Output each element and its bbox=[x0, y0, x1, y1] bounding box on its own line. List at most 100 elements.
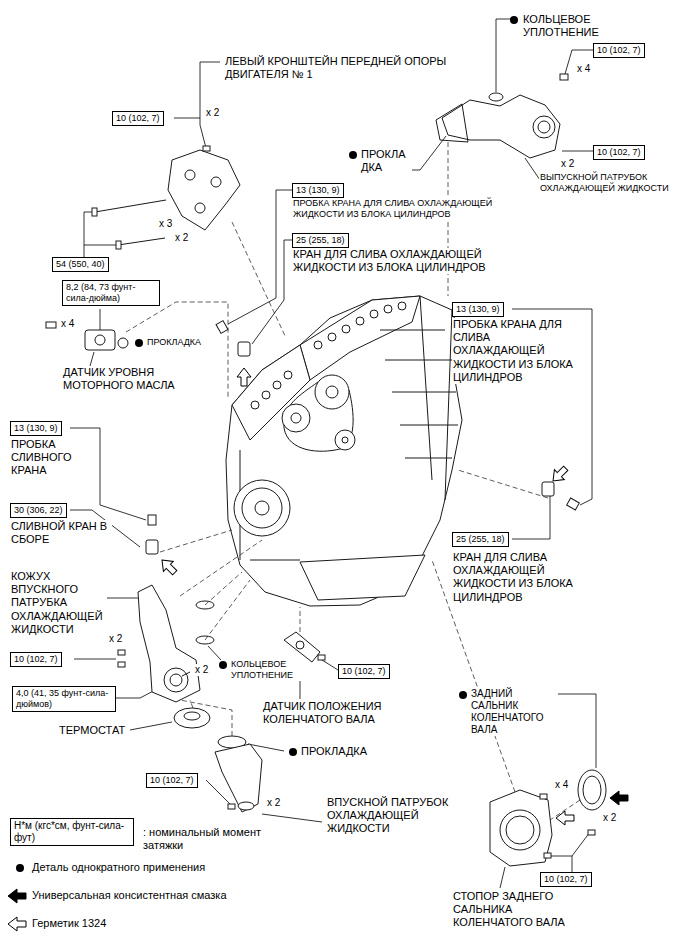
part-label: КОЖУХ ВПУСКНОГО ПАТРУБКА ОХЛАЖДАЮЩЕЙ ЖИД… bbox=[10, 570, 107, 636]
coolant-inlet-housing bbox=[196, 601, 214, 609]
engine-block bbox=[300, 296, 420, 380]
quantity-label: x 4 bbox=[554, 779, 569, 791]
engine-block bbox=[232, 345, 310, 440]
legend-text: Герметик 1324 bbox=[32, 917, 106, 930]
mount-bracket bbox=[168, 150, 240, 230]
coolant-inlet-housing bbox=[182, 672, 190, 676]
sealant-arrow bbox=[556, 811, 574, 825]
leader-line bbox=[512, 496, 550, 539]
crank-sensor bbox=[284, 632, 320, 662]
leader-line bbox=[558, 694, 596, 768]
leader-line bbox=[550, 856, 572, 872]
one-time-use-dot bbox=[459, 691, 467, 699]
leader-line bbox=[200, 62, 220, 148]
quantity-label: x 3 bbox=[158, 218, 173, 230]
thermostat bbox=[174, 708, 210, 728]
oil-seal-retainer bbox=[500, 810, 540, 850]
leader-line bbox=[74, 659, 116, 660]
torque-box: 25 (255, 18) bbox=[292, 233, 349, 248]
legend-symbol bbox=[16, 864, 24, 872]
part-label: СЛИВНОЙ КРАН В СБОРЕ bbox=[10, 520, 112, 546]
quantity-label: x 2 bbox=[205, 107, 220, 119]
part-label: ПРОБКА КРАНА ДЛЯ СЛИВА ОХЛАЖДАЮЩЕЙ ЖИДКО… bbox=[452, 318, 579, 384]
engine-block bbox=[380, 330, 458, 458]
leader-line bbox=[252, 240, 292, 344]
engine-block bbox=[284, 371, 292, 379]
torque-box: 13 (130, 9) bbox=[452, 302, 504, 317]
oil-level-sensor bbox=[46, 322, 128, 350]
leader-line bbox=[90, 352, 94, 366]
coolant-inlet-housing bbox=[118, 662, 125, 667]
engine-block bbox=[226, 296, 462, 606]
water-outlet bbox=[538, 121, 550, 133]
part-label: ПРОБКА СЛИВНОГО КРАНА bbox=[10, 438, 97, 478]
coolant-inlet-housing bbox=[164, 668, 188, 692]
legend-symbol bbox=[8, 917, 26, 931]
water-outlet bbox=[436, 104, 468, 142]
leader-line bbox=[525, 158, 540, 180]
quantity-label: x 2 bbox=[108, 633, 123, 645]
part-label: ПРОКЛАДКА bbox=[300, 745, 368, 758]
legend-text: Универсальная консистентная смазка bbox=[32, 889, 227, 902]
oil-level-sensor bbox=[85, 330, 115, 350]
torque-value: 54 (550, 40) bbox=[56, 259, 105, 270]
quantity-label: x 2 bbox=[602, 812, 617, 824]
assembly-line bbox=[180, 540, 262, 596]
legend-symbol bbox=[8, 889, 26, 903]
coolant-inlet-housing bbox=[170, 674, 182, 686]
leader-line bbox=[228, 190, 292, 324]
mount-bracket bbox=[95, 200, 166, 212]
legend-torque-box: Н*м (кгс*см, фунт-сила-фут) bbox=[10, 818, 134, 846]
torque-box: 54 (550, 40) bbox=[52, 257, 109, 272]
part-label: ДАТЧИК УРОВНЯ МОТОРНОГО МАСЛА bbox=[62, 366, 214, 392]
leader-line bbox=[100, 309, 101, 330]
mount-bracket bbox=[118, 238, 165, 245]
water-outlet bbox=[560, 74, 568, 80]
part-label: СТОПОР ЗАДНЕГО САЛЬНИКА КОЛЕНЧАТОГО ВАЛА bbox=[452, 890, 579, 930]
part-label: КОЛЬЦЕВОЕ УПЛОТНЕНИЕ bbox=[522, 13, 624, 39]
torque-value: Н*м (кгс*см, фунт-сила-фут) bbox=[14, 820, 130, 844]
torque-box: 25 (255, 18) bbox=[452, 532, 509, 547]
coolant-inlet bbox=[238, 802, 254, 810]
oil-level-sensor bbox=[46, 322, 56, 328]
crank-sensor bbox=[318, 655, 325, 660]
thermostat bbox=[174, 708, 246, 748]
engine-block bbox=[282, 404, 310, 432]
torque-value: 10 (102, 7) bbox=[116, 113, 160, 124]
engine-block bbox=[314, 341, 322, 349]
leader-line bbox=[496, 19, 512, 92]
drain-cock bbox=[238, 342, 250, 356]
mount-bracket bbox=[185, 170, 195, 180]
thermostat bbox=[184, 712, 200, 720]
part-label: ЗАДНИЙ САЛЬНИК КОЛЕНЧАТОГО ВАЛА bbox=[470, 688, 557, 736]
torque-value: 30 (306, 22) bbox=[14, 505, 63, 516]
part-label: КРАН ДЛЯ СЛИВА ОХЛАЖДАЮЩЕЙ ЖИДКОСТИ ИЗ Б… bbox=[452, 551, 594, 604]
torque-value: 13 (130, 9) bbox=[296, 185, 340, 196]
sealant-arrow bbox=[157, 555, 180, 578]
part-label: ПРОКЛА ДКА bbox=[360, 148, 412, 174]
mount-bracket bbox=[195, 203, 205, 213]
assembly-line bbox=[232, 222, 286, 338]
drain-cock bbox=[542, 482, 554, 496]
mount-bracket bbox=[211, 177, 221, 187]
part-label: ВЫПУСКНОЙ ПАТРУБОК ОХЛАЖДАЮЩЕЙ ЖИДКОСТИ bbox=[539, 172, 686, 194]
engine-block bbox=[328, 333, 336, 341]
mount-bracket bbox=[92, 146, 240, 249]
legend-symbol bbox=[8, 864, 26, 931]
torque-value: 10 (102, 7) bbox=[544, 874, 588, 885]
part-label: ВПУСКНОЙ ПАТРУБОК ОХЛАЖДАЮЩЕЙ ЖИДКОСТИ bbox=[326, 796, 463, 836]
torque-box: 4,0 (41, 35 фунт-сила-дюймов) bbox=[12, 686, 116, 712]
torque-box: 10 (102, 7) bbox=[593, 145, 645, 160]
sealant-arrow bbox=[237, 368, 251, 386]
torque-box: 10 (102, 7) bbox=[593, 43, 645, 58]
mount-bracket bbox=[116, 241, 121, 249]
assembly-line bbox=[458, 470, 548, 498]
oil-seal-retainer bbox=[490, 790, 595, 866]
coolant-inlet-housing bbox=[118, 650, 125, 655]
one-time-use-dot bbox=[135, 339, 143, 347]
engine-block bbox=[315, 375, 349, 409]
torque-value: 10 (102, 7) bbox=[150, 775, 194, 786]
torque-value: 25 (255, 18) bbox=[456, 534, 505, 545]
engine-block bbox=[342, 325, 350, 333]
engine-block bbox=[342, 437, 348, 443]
